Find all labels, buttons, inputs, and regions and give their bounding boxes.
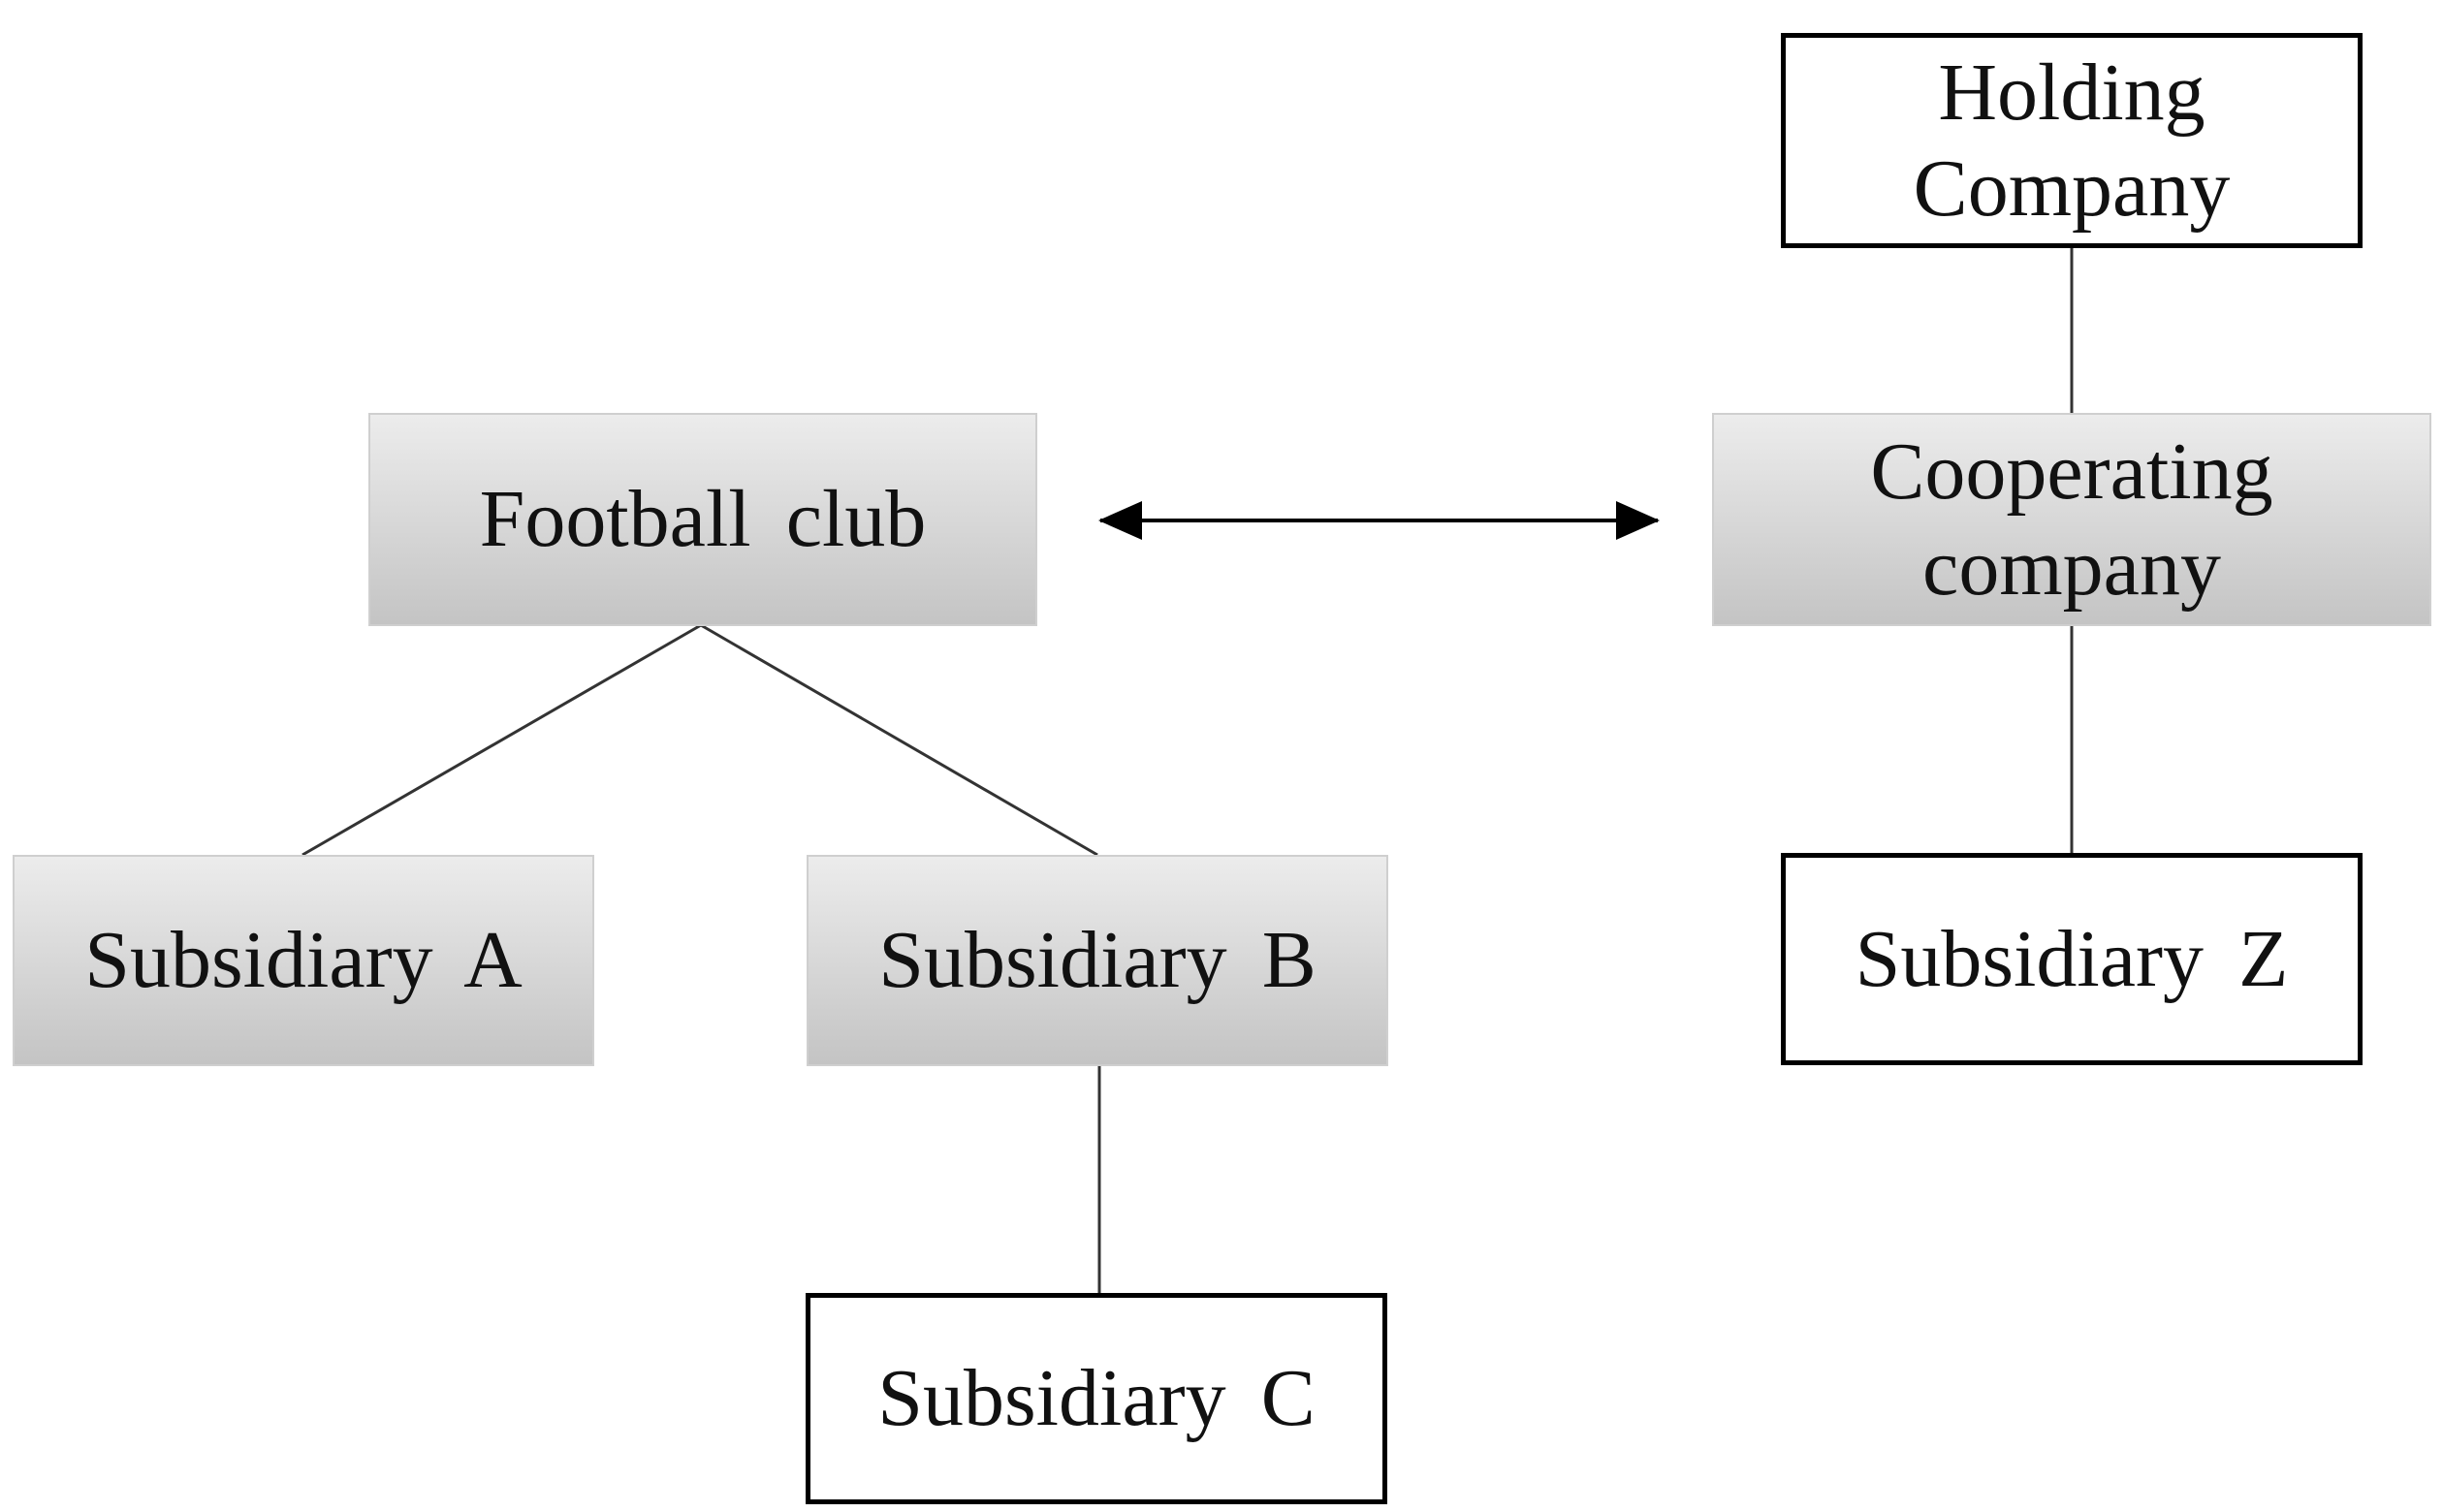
node-label: Football club	[479, 474, 927, 565]
arrowhead-left-icon	[1098, 501, 1142, 540]
node-holding-company: Holding Company	[1781, 33, 2363, 248]
node-subsidiary-c: Subsidiary C	[806, 1293, 1387, 1504]
node-label: Subsidiary Z	[1855, 913, 2289, 1004]
connector-football-club-to-subsidiary-b	[700, 623, 1098, 857]
node-football-club: Football club	[368, 413, 1037, 626]
node-label: Cooperating company	[1870, 425, 2273, 613]
node-label: Subsidiary B	[878, 915, 1317, 1006]
node-subsidiary-z: Subsidiary Z	[1781, 853, 2363, 1065]
node-cooperating-company: Cooperating company	[1712, 413, 2431, 626]
arrowhead-right-icon	[1616, 501, 1660, 540]
node-label: Holding Company	[1913, 47, 2231, 234]
node-subsidiary-a: Subsidiary A	[13, 855, 594, 1066]
node-label: Subsidiary A	[84, 915, 523, 1006]
connector-football-club-to-subsidiary-a	[301, 623, 702, 857]
node-subsidiary-b: Subsidiary B	[807, 855, 1388, 1066]
node-label: Subsidiary C	[877, 1353, 1316, 1444]
